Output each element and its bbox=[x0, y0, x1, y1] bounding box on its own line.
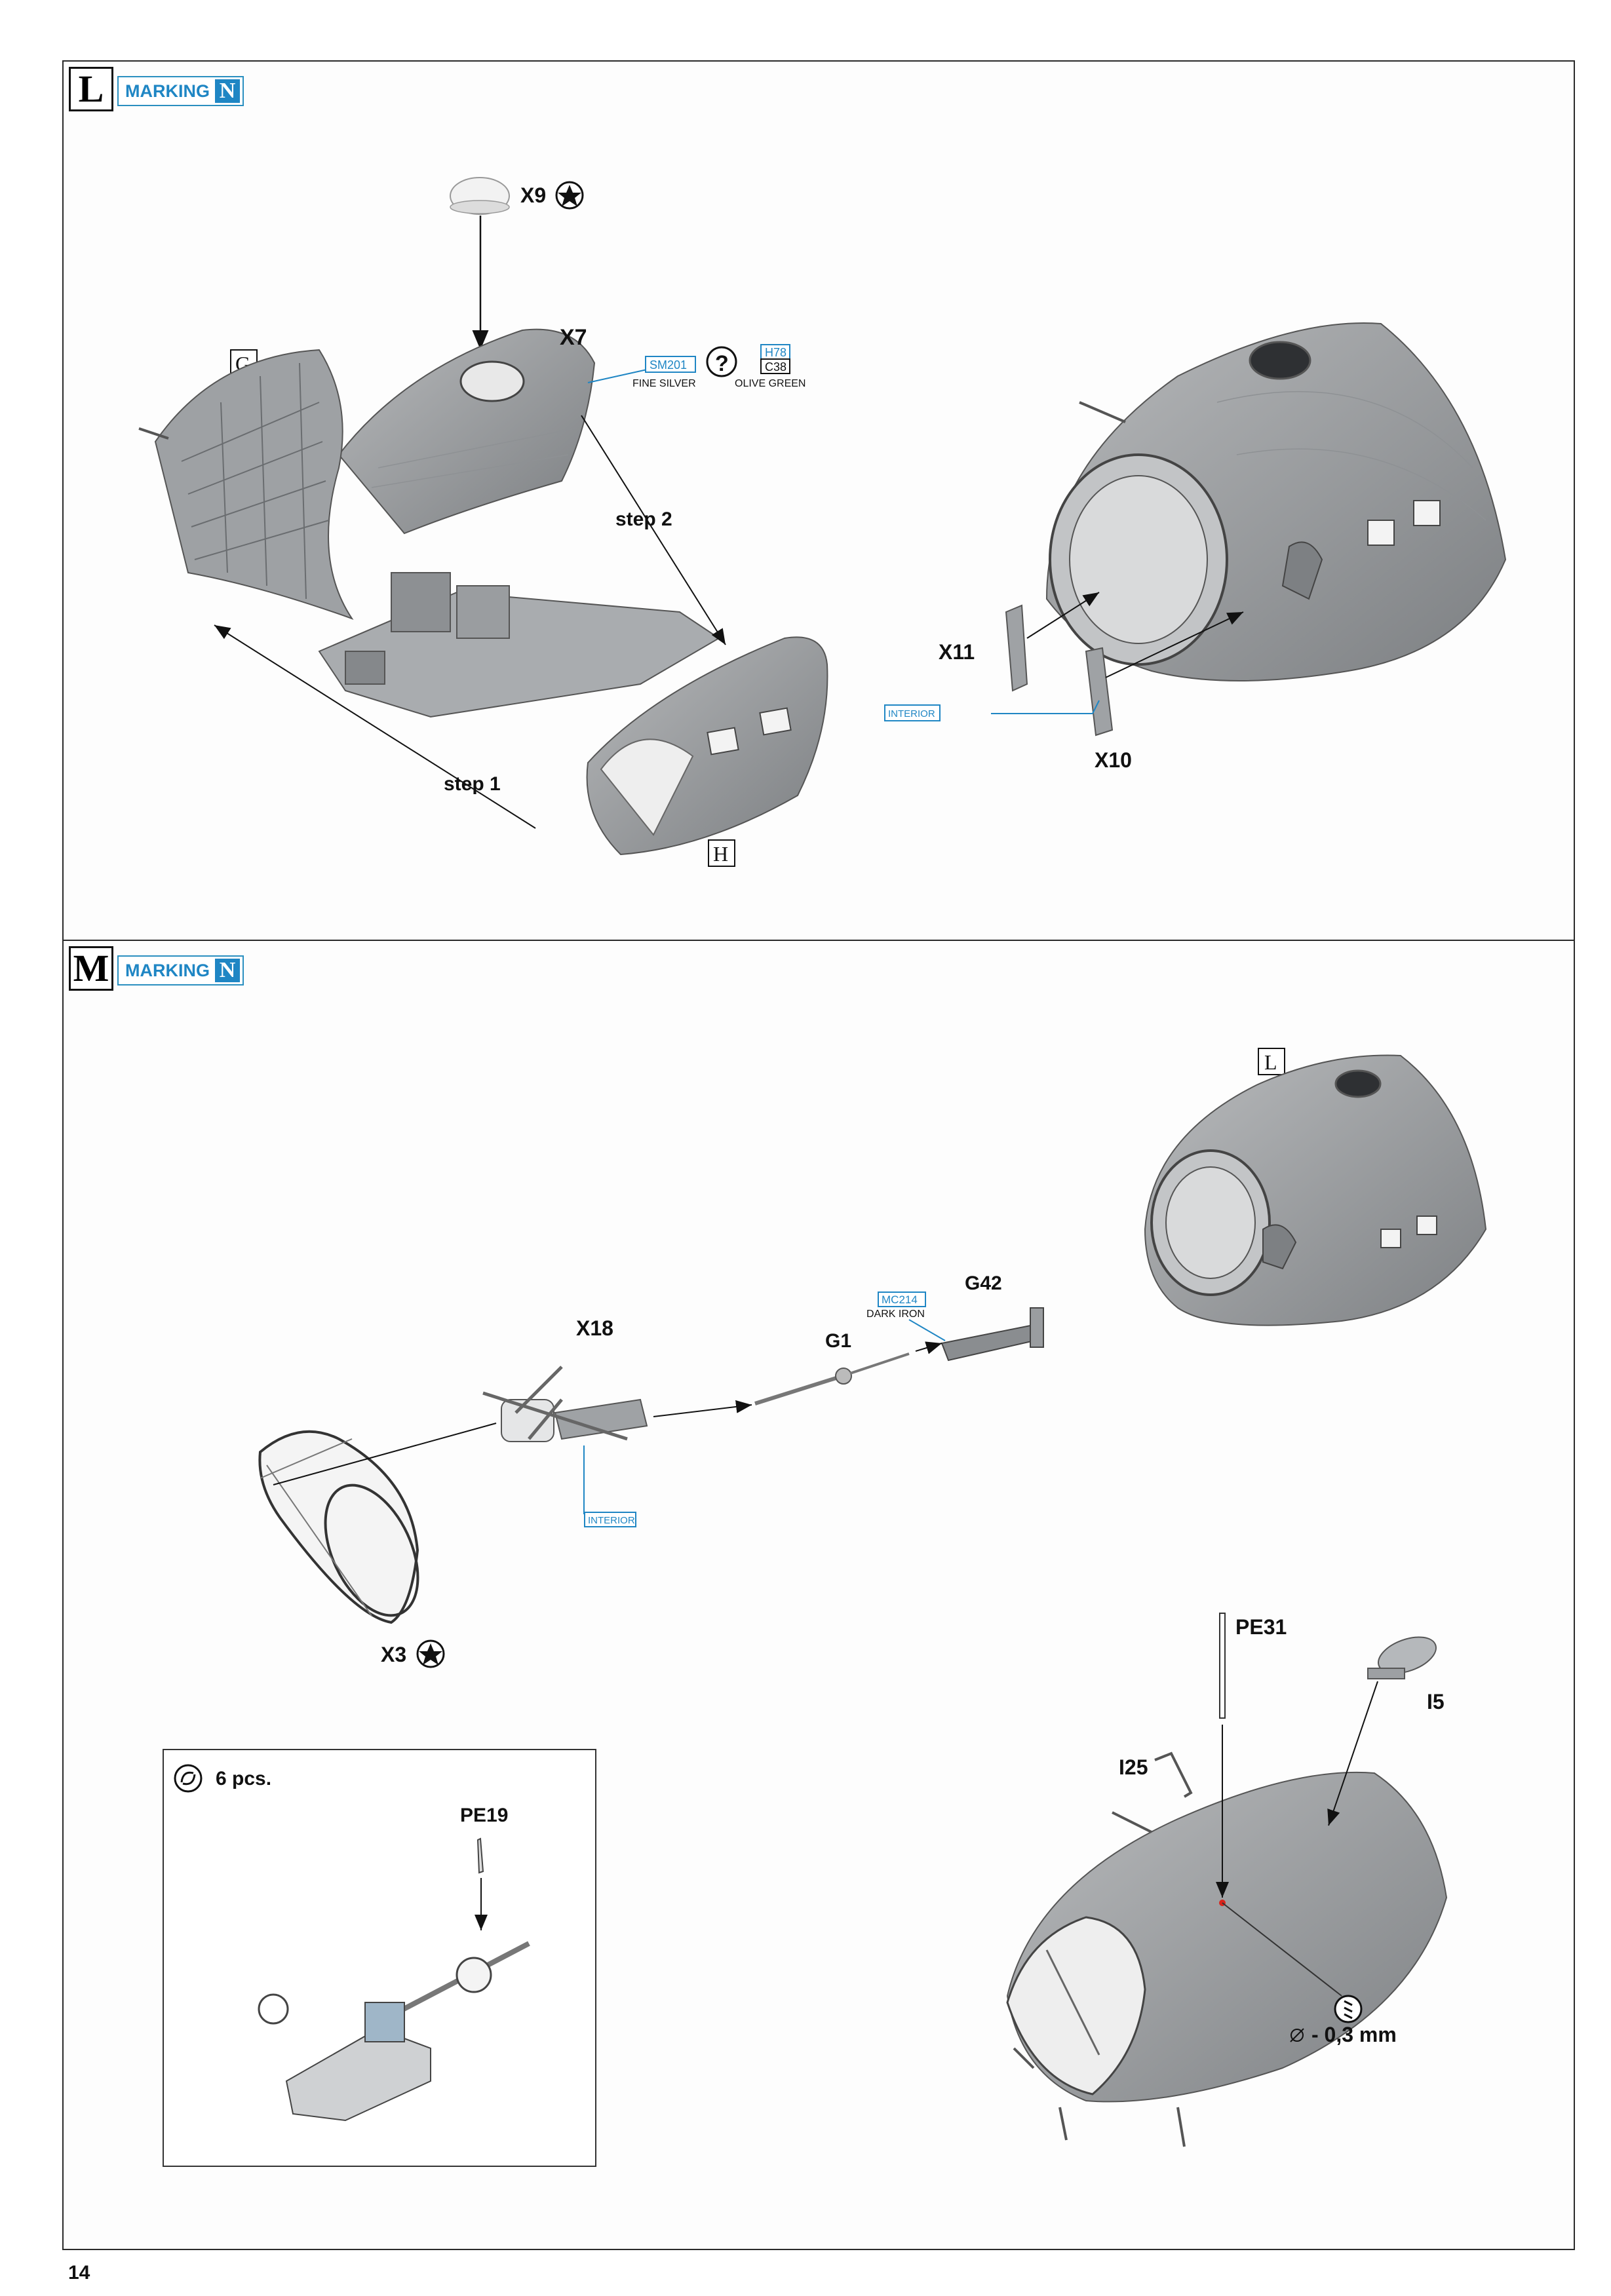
marking-label: MARKING bbox=[125, 960, 210, 980]
paint-name-dark-iron: DARK IRON bbox=[866, 1309, 925, 1320]
paint-interior-m: INTERIOR bbox=[588, 1515, 635, 1526]
paint-interior-box-l bbox=[884, 704, 941, 721]
label-g1: G1 bbox=[825, 1330, 851, 1352]
part-g42 bbox=[941, 1307, 1044, 1362]
paint-code-c38: C38 bbox=[765, 360, 786, 373]
label-g42: G42 bbox=[965, 1272, 1002, 1294]
part-x18 bbox=[482, 1366, 648, 1442]
label-step-2: step 2 bbox=[615, 508, 672, 530]
reference-h-label: H bbox=[713, 842, 728, 866]
step-m-illustration: L G42 MC214 DARK IRON G1 bbox=[163, 1048, 1487, 2167]
part-pe31 bbox=[1219, 1613, 1226, 1719]
label-x3: X3 bbox=[381, 1643, 406, 1666]
svg-text:?: ? bbox=[715, 351, 729, 376]
part-x10 bbox=[1085, 647, 1114, 737]
step-m-panel: M MARKING N L bbox=[62, 940, 1575, 2250]
clear-part-star-icon bbox=[555, 181, 584, 210]
paint-code-h78: H78 bbox=[765, 346, 786, 359]
part-x3-nose-cone bbox=[258, 1430, 419, 1624]
marking-code: N bbox=[215, 79, 240, 103]
diameter-icon bbox=[1290, 2028, 1304, 2042]
label-x7: X7 bbox=[560, 325, 587, 350]
label-x18: X18 bbox=[576, 1316, 613, 1340]
label-step-1: step 1 bbox=[444, 773, 501, 795]
clear-part-star-icon bbox=[416, 1639, 445, 1668]
paint-code-mc214: MC214 bbox=[882, 1293, 918, 1306]
drill-size-note: - 0,3 mm bbox=[1311, 2023, 1397, 2046]
marking-badge-l: MARKING N bbox=[117, 76, 244, 106]
label-i5: I5 bbox=[1427, 1690, 1445, 1713]
part-cockpit-floor bbox=[318, 572, 720, 718]
part-x7-panel bbox=[338, 328, 596, 535]
reference-l: L bbox=[1258, 1048, 1285, 1075]
assembled-fuselage-m-top bbox=[1144, 1054, 1487, 1326]
drill-icon bbox=[1334, 1995, 1363, 2023]
paint-name-fine-silver: FINE SILVER bbox=[632, 378, 696, 389]
paint-code-sm201: SM201 bbox=[650, 358, 687, 372]
label-x11: X11 bbox=[939, 640, 975, 664]
step-l-illustration: X9 X7 SM201 FINE SILVER ? H78 C38 OLIVE … bbox=[138, 177, 1507, 867]
assembled-fuselage-m-bottom bbox=[1006, 1771, 1448, 2147]
part-i5 bbox=[1367, 1636, 1437, 1679]
repeat-quantity-icon bbox=[174, 1764, 203, 1793]
part-g-frame bbox=[138, 349, 354, 620]
marking-code: N bbox=[215, 958, 240, 982]
label-x10: X10 bbox=[1095, 748, 1132, 772]
step-letter-l: L bbox=[69, 67, 113, 111]
page-number: 14 bbox=[68, 2262, 90, 2284]
part-h-nose-half bbox=[586, 636, 828, 856]
reference-l-label: L bbox=[1264, 1050, 1277, 1074]
marking-badge-m: MARKING N bbox=[117, 955, 244, 985]
assembled-fuselage-l bbox=[1045, 322, 1507, 681]
reference-h: H bbox=[708, 839, 735, 867]
step-l-panel: L MARKING N X9 bbox=[62, 60, 1575, 941]
quantity-label: 6 pcs. bbox=[216, 1768, 271, 1789]
unknown-color-question-icon: ? bbox=[706, 346, 737, 377]
paint-interior-l: INTERIOR bbox=[888, 708, 935, 719]
paint-code-mc214-box bbox=[878, 1292, 926, 1307]
paint-code-c38-box bbox=[760, 358, 790, 374]
label-pe19: PE19 bbox=[460, 1805, 508, 1826]
part-i25 bbox=[1154, 1751, 1193, 1798]
part-x9-dome bbox=[450, 177, 510, 215]
step-letter-m: M bbox=[69, 946, 113, 991]
part-g1 bbox=[754, 1352, 910, 1406]
paint-name-olive-green: OLIVE GREEN bbox=[735, 378, 806, 389]
paint-code-sm201-box bbox=[645, 356, 696, 373]
paint-interior-box-m bbox=[584, 1512, 636, 1527]
gun-assembly bbox=[258, 1941, 530, 2122]
label-pe31: PE31 bbox=[1235, 1615, 1287, 1639]
part-x11 bbox=[1005, 604, 1028, 692]
label-x9: X9 bbox=[520, 183, 546, 207]
marking-label: MARKING bbox=[125, 81, 210, 101]
label-i25: I25 bbox=[1119, 1755, 1148, 1779]
